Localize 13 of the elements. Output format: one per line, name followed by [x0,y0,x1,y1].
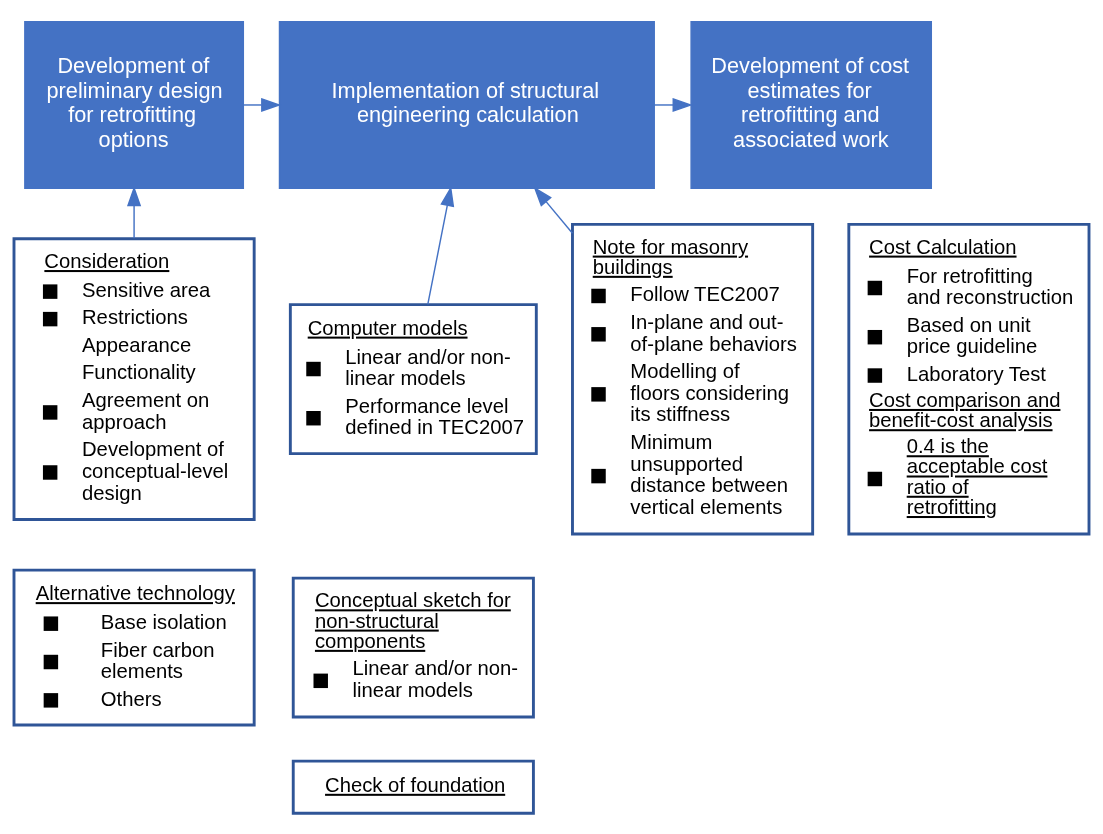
arrow [243,97,282,112]
node-box: Alternative technology Base isolation Fiber carbon elements Others [12,568,256,726]
arrow [533,186,574,234]
arrow [653,97,693,112]
node-box: Conceptual sketch for non-structural components Linear and/or non-linear models [291,576,535,718]
node-box: Development of preliminary design for retrofitting options [24,20,245,189]
node-box: Consideration Sensitive area Restrictions Appearance Functionality Agreement on approach Development of conceptual-level design [12,236,256,521]
node-box: Implementation of structural engineering calculation [278,20,655,189]
node-box: Check of foundation [291,759,535,815]
node-box: Cost Calculation For retrofitting and reconstruction Based on unit price guideline Laboratory Test Cost comparison and benefit-cost analysis 0.4 is the acceptable cost ratio of retrofitting [847,222,1091,535]
node-box: Development of cost estimates for retrofitting and associated work [690,20,933,189]
node-box: Note for masonry buildings Follow TEC2007 In-plane and out-of-plane behaviors Modelling of floors considering its stiffness Minimum unsupported distance between vertical elements [571,222,815,535]
node-box: Computer models Linear and/or non-linear models Performance level defined in TEC2007 [288,302,538,455]
